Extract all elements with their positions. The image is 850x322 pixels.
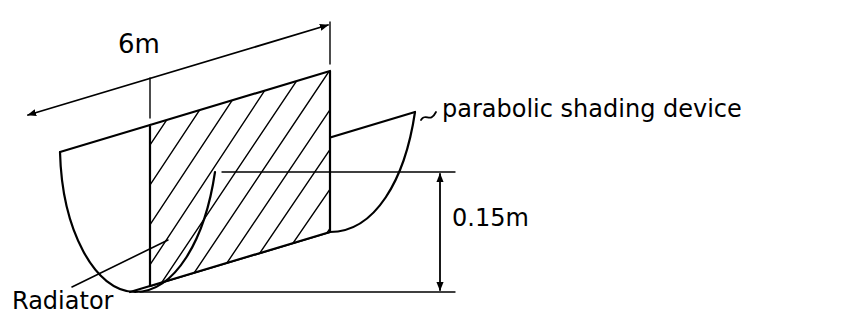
extension-line bbox=[329, 22, 330, 64]
radiator-plate bbox=[150, 71, 330, 286]
front-parabola bbox=[60, 152, 215, 292]
dimension-label: 0.15m bbox=[450, 205, 531, 231]
leader-line bbox=[72, 240, 168, 287]
part-label: Radiator bbox=[10, 288, 115, 314]
dimension-line bbox=[28, 25, 328, 115]
part-label: parabolic shading device bbox=[440, 96, 744, 122]
leader-line bbox=[421, 112, 436, 120]
extension-line bbox=[222, 171, 455, 172]
radiator-hatching bbox=[140, 40, 350, 300]
extension-line bbox=[149, 78, 150, 118]
dimension-label: 6m bbox=[116, 30, 162, 59]
dimension-line bbox=[439, 174, 441, 290]
extension-line bbox=[140, 291, 455, 292]
left-rim bbox=[60, 125, 150, 152]
